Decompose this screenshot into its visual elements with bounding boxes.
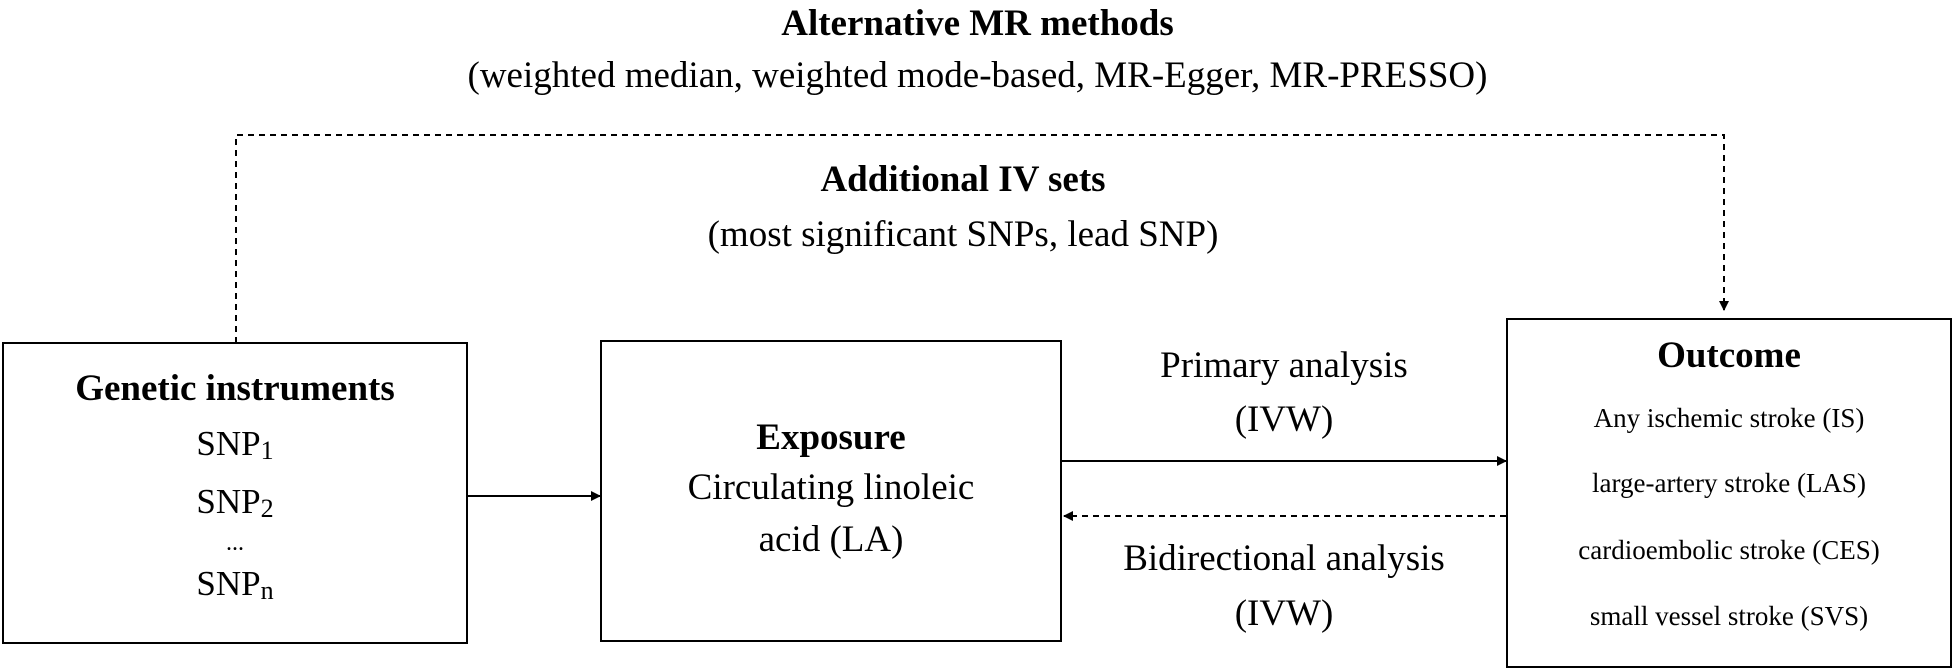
genetic-instruments-box: Genetic instruments SNP1 SNP2 ... SNPn [2,342,468,644]
snp-1-label: SNP1 [196,424,274,465]
exposure-line-1: Circulating linoleic [687,467,975,508]
outcome-item-svs: small vessel stroke (SVS) [1589,601,1869,631]
exposure-title: Exposure [756,417,906,458]
outcome-item-is: Any ischemic stroke (IS) [1593,403,1865,433]
outcome-item-ces: cardioembolic stroke (CES) [1578,535,1880,565]
snp-ellipsis: ... [226,530,244,556]
primary-analysis-method: (IVW) [1234,399,1334,440]
alt-methods-subtitle: (weighted median, weighted mode-based, M… [467,55,1488,96]
outcome-box: Outcome Any ischemic stroke (IS) large-a… [1506,318,1952,668]
bidirectional-analysis-method: (IVW) [1234,593,1334,634]
outcome-item-las: large-artery stroke (LAS) [1592,468,1866,498]
outcome-title: Outcome [1657,335,1801,376]
additional-iv-subtitle: (most significant SNPs, lead SNP) [707,214,1219,255]
exposure-box: Exposure Circulating linoleic acid (LA) [600,340,1062,642]
genetic-instruments-title: Genetic instruments [75,368,395,409]
snp-n-label: SNPn [196,564,274,605]
exposure-line-2: acid (LA) [758,519,904,560]
sensitivity-dashed-path [235,134,1729,343]
snp-2-label: SNP2 [196,482,274,523]
primary-analysis-label: Primary analysis [1160,345,1408,386]
alt-methods-title: Alternative MR methods [781,3,1174,44]
additional-iv-title: Additional IV sets [820,159,1106,200]
bidirectional-analysis-label: Bidirectional analysis [1123,538,1445,579]
